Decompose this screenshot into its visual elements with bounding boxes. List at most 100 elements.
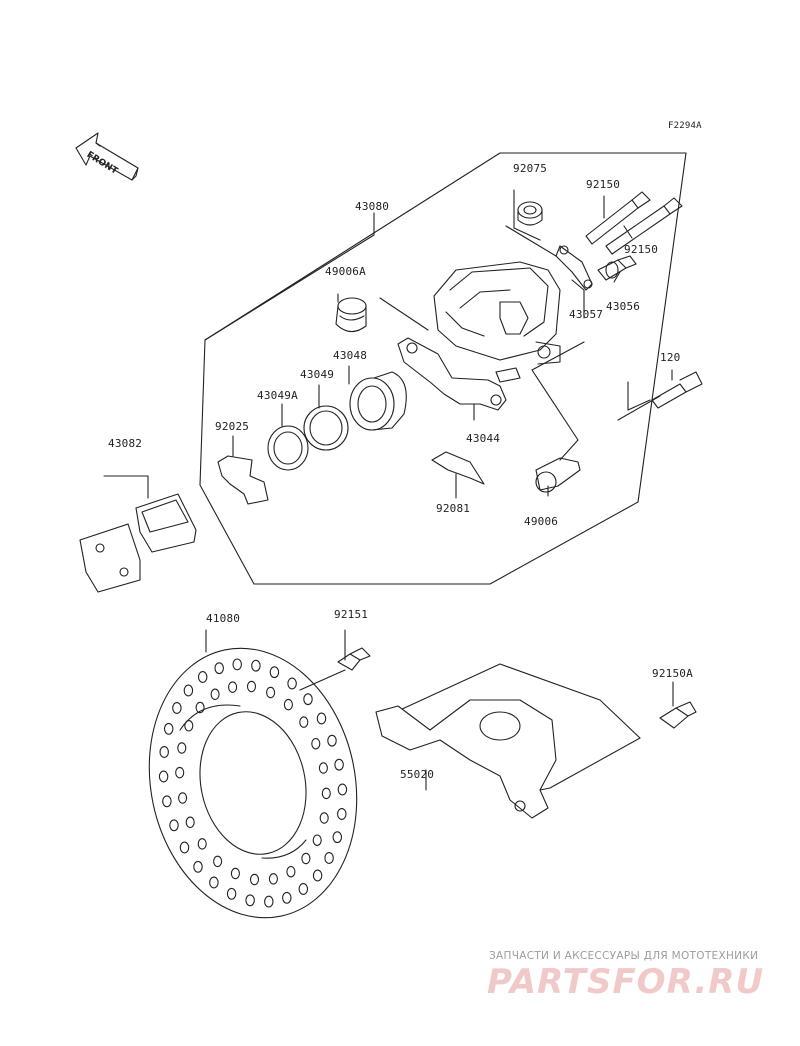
disc-hole bbox=[334, 758, 344, 771]
disc-hole bbox=[312, 834, 322, 846]
part-label-92081: 92081 bbox=[436, 502, 471, 515]
boot-49006-icon bbox=[535, 457, 581, 493]
disc-hole bbox=[179, 841, 190, 854]
boot-49006A-icon bbox=[335, 297, 367, 333]
disc-hole bbox=[162, 795, 172, 808]
part-label-92150-top: 92150 bbox=[586, 178, 621, 191]
part-label-43044: 43044 bbox=[466, 432, 501, 445]
disc-hole bbox=[332, 831, 343, 844]
disc-hole bbox=[303, 693, 313, 706]
disc-hole bbox=[163, 722, 174, 735]
part-label-41080: 41080 bbox=[206, 612, 241, 625]
bolt-120-icon bbox=[651, 371, 703, 409]
part-label-43049A: 43049A bbox=[257, 389, 298, 402]
disc-hole bbox=[159, 746, 169, 758]
disc-hole bbox=[316, 712, 327, 725]
disc-hole bbox=[264, 895, 274, 908]
part-label-92025: 92025 bbox=[215, 420, 250, 433]
disc-hole bbox=[214, 662, 224, 675]
disc-hole bbox=[269, 666, 280, 679]
bolt-92151-icon bbox=[337, 647, 371, 671]
part-label-43056: 43056 bbox=[606, 300, 641, 313]
disc-hole bbox=[337, 808, 347, 820]
disc-hole bbox=[183, 684, 194, 697]
valve-43056-icon bbox=[597, 255, 637, 281]
disc-hole bbox=[337, 783, 348, 796]
seal-43049A-icon bbox=[267, 425, 309, 471]
disc-hole bbox=[312, 869, 323, 882]
disc-hole bbox=[210, 688, 220, 701]
disc-hole bbox=[327, 734, 337, 747]
disc-hole bbox=[268, 873, 278, 885]
brake-pads-43082-icon bbox=[79, 493, 197, 593]
disc-hole bbox=[193, 860, 203, 873]
disc-hole bbox=[283, 698, 293, 711]
part-label-55020: 55020 bbox=[400, 768, 435, 781]
disc-hole bbox=[282, 891, 292, 904]
disc-hole bbox=[246, 680, 257, 693]
pin-92150-right-icon bbox=[605, 197, 683, 255]
bracket-55020-icon bbox=[375, 699, 557, 819]
link-43057-icon bbox=[555, 245, 593, 291]
disc-hole bbox=[226, 887, 237, 900]
part-label-43057: 43057 bbox=[569, 308, 604, 321]
disc-hole bbox=[301, 852, 311, 865]
disc-hole bbox=[319, 812, 329, 824]
part-label-92150-right: 92150 bbox=[624, 243, 659, 256]
part-label-49006A: 49006A bbox=[325, 265, 366, 278]
part-label-49006: 49006 bbox=[524, 515, 559, 528]
caliper-body-icon bbox=[433, 261, 561, 365]
disc-hole bbox=[324, 852, 334, 864]
disc-hole bbox=[245, 894, 255, 907]
disc-hole bbox=[321, 787, 331, 800]
part-label-92150A: 92150A bbox=[652, 667, 693, 680]
seal-43049-icon bbox=[303, 405, 349, 451]
disc-hole bbox=[169, 819, 179, 832]
disc-hole bbox=[286, 865, 296, 878]
leader-lines bbox=[103, 189, 674, 791]
disc-hole bbox=[249, 873, 260, 886]
disc-hole bbox=[158, 770, 169, 783]
disc-hole bbox=[185, 816, 195, 829]
disc-hole bbox=[213, 855, 223, 868]
disc-hole bbox=[178, 792, 188, 804]
brake-disc-41080-icon bbox=[148, 647, 358, 919]
disc-hole bbox=[311, 737, 321, 750]
bracket-43044-icon bbox=[397, 337, 521, 411]
disc-hole bbox=[195, 701, 205, 714]
part-label-43080: 43080 bbox=[355, 200, 390, 213]
disc-hole bbox=[299, 716, 309, 728]
disc-hole bbox=[197, 671, 208, 683]
disc-hole bbox=[298, 883, 309, 895]
disc-hole bbox=[197, 838, 207, 850]
disc-hole bbox=[230, 867, 240, 880]
disc-hole bbox=[209, 876, 219, 889]
disc-hole bbox=[175, 766, 185, 779]
disc-hole bbox=[318, 762, 328, 774]
disc-hole bbox=[287, 677, 297, 690]
part-label-92075: 92075 bbox=[513, 162, 548, 175]
disc-hole bbox=[228, 681, 238, 693]
part-label-43049: 43049 bbox=[300, 368, 335, 381]
pin-92150-top-icon bbox=[585, 191, 651, 245]
watermark-tagline: ЗАПЧАСТИ И АКСЕССУАРЫ ДЛЯ МОТОТЕХНИКИ bbox=[489, 950, 759, 962]
part-label-120: 120 bbox=[660, 351, 681, 364]
clip-92081-icon bbox=[431, 451, 485, 485]
disc-hole bbox=[172, 702, 182, 714]
part-label-43082: 43082 bbox=[108, 437, 143, 450]
piston-43048-icon bbox=[349, 371, 407, 431]
disc-hole bbox=[266, 686, 276, 699]
watermark-logo: PARTSFOR.RU bbox=[487, 962, 765, 1002]
front-arrow-icon bbox=[75, 132, 139, 181]
caliper-assembly-frame bbox=[199, 152, 687, 585]
part-label-92151: 92151 bbox=[334, 608, 369, 621]
disc-hole bbox=[232, 658, 242, 671]
part-label-43048: 43048 bbox=[333, 349, 368, 362]
disc-hole bbox=[177, 742, 187, 754]
boot-92075-icon bbox=[517, 201, 543, 226]
figure-code: F2294A bbox=[668, 121, 702, 131]
disc-hole bbox=[184, 720, 194, 732]
spring-92025-icon bbox=[217, 455, 269, 505]
